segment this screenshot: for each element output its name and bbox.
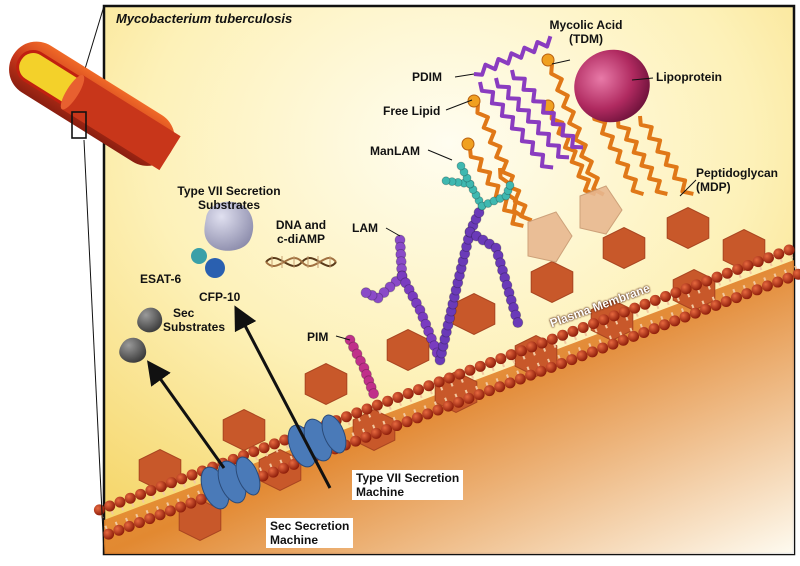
sec-substrate-2 bbox=[119, 337, 147, 363]
label-peptidoglycan-line2: (MDP) bbox=[696, 180, 731, 194]
zoom-line-bottom bbox=[83, 139, 105, 555]
bacterium-rod-illustration bbox=[9, 41, 181, 171]
label-type7-machine-line1: Type VII Secretion bbox=[356, 471, 460, 485]
label-peptidoglycan: Peptidoglycan (MDP) bbox=[696, 166, 778, 194]
label-mycolic-acid-line1: Mycolic Acid bbox=[549, 18, 623, 32]
label-mycolic-acid-line2: (TDM) bbox=[569, 32, 603, 46]
label-sec-substrates-line2: Substrates bbox=[163, 320, 226, 334]
sec-substrate-1 bbox=[137, 307, 163, 333]
label-peptidoglycan-line1: Peptidoglycan bbox=[696, 166, 779, 180]
zoom-box bbox=[71, 111, 87, 139]
dna-helix-icon bbox=[265, 256, 337, 268]
label-sec-machine-line1: Sec Secretion bbox=[270, 519, 350, 533]
label-manlam: ManLAM bbox=[370, 144, 420, 158]
label-pim: PIM bbox=[307, 330, 329, 344]
leader-lines bbox=[335, 59, 697, 341]
pdim-molecule bbox=[473, 35, 584, 170]
label-dna-line2: c-diAMP bbox=[277, 232, 325, 246]
esat6-protein bbox=[191, 248, 207, 264]
label-cfp10: CFP-10 bbox=[199, 290, 241, 304]
label-sec-machine: Sec Secretion Machine bbox=[266, 518, 354, 548]
sugar-pentagons bbox=[527, 185, 623, 263]
label-sec-machine-line2: Machine bbox=[270, 533, 319, 547]
lipoprotein-molecule bbox=[574, 49, 650, 123]
label-type7-substrates-line1: Type VII Secretion bbox=[177, 184, 281, 198]
label-dna: DNA and c-diAMP bbox=[262, 218, 340, 246]
label-mycolic-acid: Mycolic Acid (TDM) bbox=[540, 18, 632, 46]
label-free-lipid: Free Lipid bbox=[383, 104, 441, 118]
type7-substrate-blob bbox=[204, 201, 254, 251]
label-sec-substrates: Sec Substrates bbox=[163, 306, 225, 334]
plasma-membrane bbox=[93, 244, 800, 540]
label-type7-machine-line2: Machine bbox=[356, 485, 405, 499]
diagram-title: Mycobacterium tuberculosis bbox=[116, 11, 293, 26]
label-esat6: ESAT-6 bbox=[140, 272, 182, 286]
label-type7-substrates: Type VII Secretion Substrates bbox=[164, 184, 294, 212]
label-type7-substrates-line2: Substrates bbox=[197, 198, 261, 212]
label-pdim: PDIM bbox=[412, 70, 442, 84]
label-lipoprotein: Lipoprotein bbox=[656, 70, 722, 84]
label-type7-machine: Type VII Secretion Machine bbox=[352, 470, 464, 500]
type7-secretion-machine bbox=[287, 414, 347, 468]
label-dna-line1: DNA and bbox=[275, 218, 327, 232]
type7-secretion-arrow bbox=[234, 305, 332, 489]
label-lam: LAM bbox=[352, 221, 378, 235]
sec-secretion-machine bbox=[200, 456, 261, 510]
lam-molecule bbox=[344, 161, 524, 400]
label-sec-substrates-line1: Sec bbox=[173, 306, 195, 320]
peptidoglycan-layer bbox=[138, 207, 766, 541]
sec-secretion-arrow bbox=[147, 360, 226, 469]
cfp10-protein bbox=[205, 258, 225, 278]
